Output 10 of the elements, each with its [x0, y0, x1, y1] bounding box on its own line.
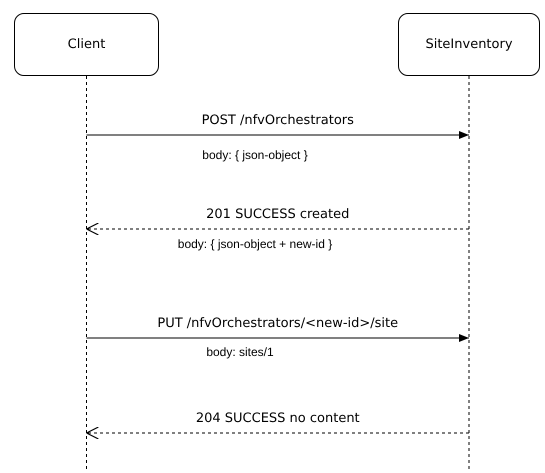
message-arrow	[86, 222, 470, 236]
participant-box: Client	[14, 13, 159, 76]
message-label: POST /nfvOrchestrators	[200, 113, 356, 128]
message-arrow	[86, 334, 470, 342]
message-arrow	[86, 426, 470, 440]
message-arrow	[86, 131, 470, 139]
message-body-label: body: sites/1	[206, 345, 274, 359]
message-body-label: body: { json-object + new-id }	[178, 237, 332, 251]
message-body-label: body: { json-object }	[202, 148, 308, 162]
participant-box: SiteInventory	[398, 13, 540, 76]
